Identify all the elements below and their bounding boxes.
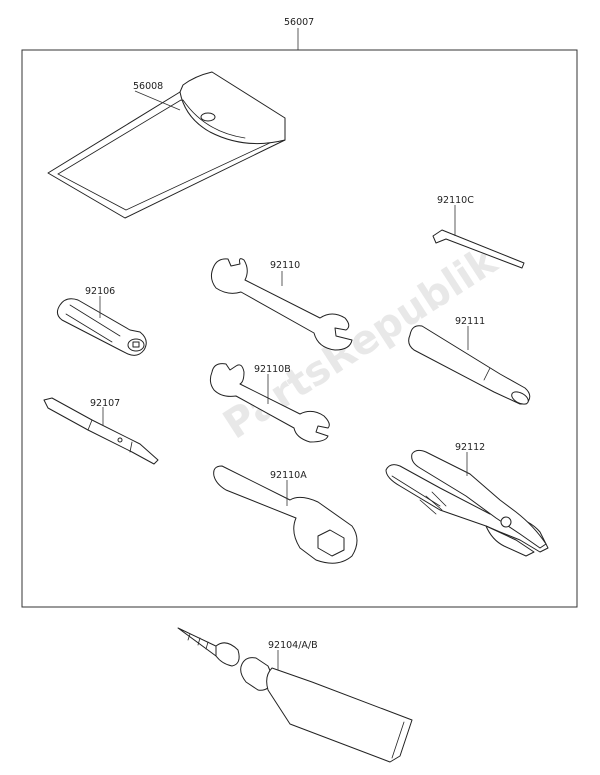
extension-bar: 92111 (408, 316, 531, 405)
label-92110: 92110 (270, 260, 300, 271)
label-92110B: 92110B (254, 364, 291, 375)
label-92110A: 92110A (270, 470, 307, 481)
kit-frame: 56007 (21, 17, 578, 608)
label-56008: 56008 (133, 81, 163, 92)
label-92107: 92107 (90, 398, 120, 409)
grease-tube: 92104/A/B (177, 627, 413, 763)
double-open-wrench: 92110B (209, 363, 330, 443)
watermark: PartsRepublik (215, 237, 506, 448)
screwdriver-bit: 92107 (43, 397, 159, 465)
label-92104-A-B: 92104/A/B (268, 640, 318, 651)
driver-handle: 92106 (56, 286, 147, 356)
label-56007: 56007 (284, 17, 314, 28)
label-92112: 92112 (455, 442, 485, 453)
label-92110C: 92110C (437, 195, 474, 206)
label-92111: 92111 (455, 316, 485, 327)
tool-pouch: 56008 (47, 71, 286, 219)
ring-spanner: 92110A (213, 465, 358, 564)
open-end-wrench: 92110 (210, 258, 353, 351)
hex-key: 92110C (432, 195, 525, 269)
label-92106: 92106 (85, 286, 115, 297)
pliers: 92112 (385, 442, 549, 557)
